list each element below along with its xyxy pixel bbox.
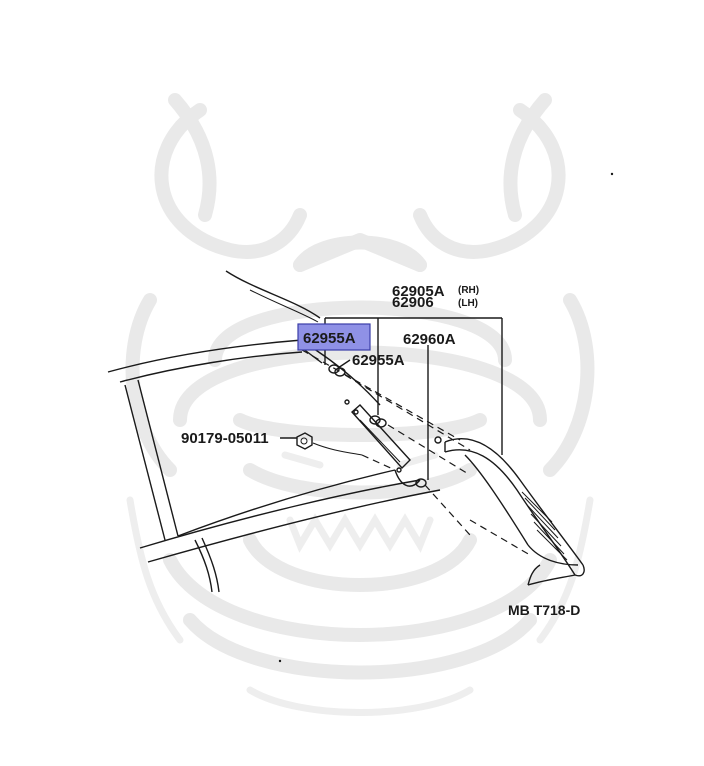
part-labels: 62955A 62905A (RH) 62906 (LH) 62955A 629… — [181, 283, 580, 618]
label-62955a-highlighted[interactable]: 62955A — [303, 330, 356, 347]
label-62906[interactable]: 62906 — [392, 294, 434, 311]
spoiler-vent-grill — [521, 491, 568, 561]
clip-fasteners — [328, 364, 442, 488]
spoiler-assembly — [444, 438, 585, 586]
speck — [610, 172, 614, 176]
samurai-watermark-logo — [125, 93, 595, 716]
label-62955a[interactable]: 62955A — [352, 352, 405, 369]
selected-part-highlight[interactable] — [297, 323, 371, 351]
speck — [278, 659, 282, 663]
nut-part — [296, 432, 313, 450]
label-62960a[interactable]: 62960A — [403, 331, 456, 348]
label-90179-05011[interactable]: 90179-05011 — [181, 430, 269, 447]
label-62906-side: (LH) — [458, 298, 478, 309]
label-62905a-side: (RH) — [458, 285, 479, 296]
diagram-reference-code: MB T718-D — [508, 602, 580, 618]
label-62905a[interactable]: 62905A — [392, 283, 445, 300]
rear-spoiler-stopper — [351, 404, 411, 470]
